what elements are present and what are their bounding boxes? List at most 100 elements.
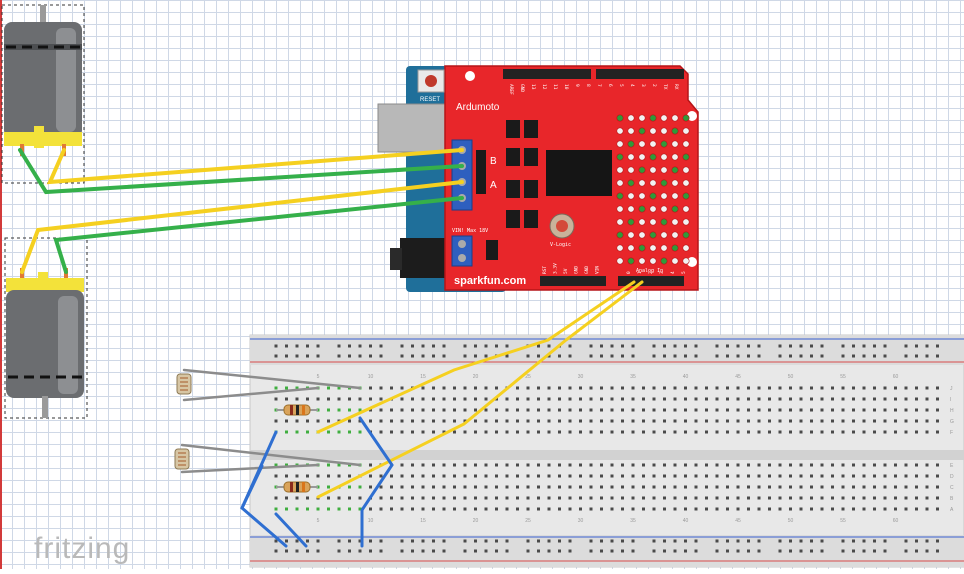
bb-hole xyxy=(652,507,656,511)
bb-hole xyxy=(820,463,824,467)
bb-hole xyxy=(306,496,309,500)
bb-hole xyxy=(579,386,582,390)
reset-button[interactable] xyxy=(417,69,445,93)
bb-hole xyxy=(862,408,866,412)
proto-hole xyxy=(671,231,679,239)
header-pin-label: GND xyxy=(584,266,590,274)
rail-hole xyxy=(862,354,866,358)
motor-wires[interactable] xyxy=(18,148,464,274)
bb-hole xyxy=(337,463,341,467)
resistor-top[interactable] xyxy=(276,404,318,416)
bb-hole xyxy=(820,485,824,489)
bb-hole xyxy=(537,430,540,434)
breadboard[interactable]: 5510101515202025253030353540404545505055… xyxy=(249,334,964,568)
bb-hole xyxy=(915,485,918,489)
bb-hole xyxy=(400,485,404,489)
bb-hole xyxy=(610,507,614,511)
bb-hole xyxy=(904,386,908,390)
rail-hole xyxy=(810,344,813,348)
proto-hole xyxy=(616,257,624,265)
dc-motor-top[interactable] xyxy=(1,4,85,184)
bb-hole xyxy=(631,408,635,412)
vin-terminal[interactable] xyxy=(451,235,498,267)
bb-hole xyxy=(694,430,698,434)
bb-hole xyxy=(694,397,698,401)
bb-hole xyxy=(505,397,509,401)
column-number: 60 xyxy=(893,374,899,380)
rail-hole xyxy=(652,354,656,358)
bb-hole xyxy=(652,430,656,434)
bb-hole xyxy=(925,397,929,401)
rail-hole xyxy=(726,354,729,358)
bb-hole xyxy=(631,474,635,478)
proto-hole xyxy=(638,153,646,161)
bb-hole xyxy=(421,485,425,489)
bb-hole xyxy=(505,485,509,489)
sensor-wires[interactable] xyxy=(316,280,644,499)
bb-hole xyxy=(547,463,551,467)
proto-hole xyxy=(682,179,690,187)
bb-hole xyxy=(516,463,519,467)
bb-hole xyxy=(852,397,855,401)
bb-hole xyxy=(757,419,761,423)
rail-hole xyxy=(862,344,866,348)
proto-hole xyxy=(649,205,657,213)
proto-hole xyxy=(638,218,646,226)
bb-hole xyxy=(610,430,614,434)
header-pin-label: 4 xyxy=(629,84,635,87)
motor-driver-ic xyxy=(546,150,612,196)
bb-hole xyxy=(768,485,771,489)
bb-hole xyxy=(831,496,834,500)
bb-hole xyxy=(736,386,740,390)
motor-b-label: B xyxy=(490,156,497,167)
bb-hole xyxy=(936,397,939,401)
bb-hole xyxy=(726,408,729,412)
bb-hole xyxy=(663,474,666,478)
rail-hole xyxy=(316,539,320,543)
ardumoto-shield[interactable]: Ardumoto RESET sparkfun.com VIN! Max 18V… xyxy=(417,65,699,291)
rail-hole xyxy=(337,354,341,358)
bb-hole xyxy=(663,397,666,401)
bb-hole xyxy=(684,386,687,390)
bb-hole xyxy=(327,430,330,434)
jumper-wires-blue[interactable] xyxy=(240,416,394,548)
proto-hole xyxy=(649,192,657,200)
bb-hole xyxy=(862,485,866,489)
bb-hole xyxy=(295,397,299,401)
bb-hole xyxy=(516,397,519,401)
bb-hole xyxy=(285,507,288,511)
bb-hole xyxy=(673,408,677,412)
rail-hole xyxy=(820,549,824,553)
dc-motor-bottom[interactable] xyxy=(4,237,88,419)
header-pin-label: 5 xyxy=(681,271,687,274)
bb-hole xyxy=(789,496,792,500)
header-pin-label: 2 xyxy=(648,271,654,274)
vlogic-jumper[interactable] xyxy=(549,213,575,239)
proto-hole xyxy=(682,153,690,161)
bb-hole xyxy=(306,397,309,401)
row-letter: J xyxy=(950,386,953,392)
proto-hole xyxy=(616,166,624,174)
bb-hole xyxy=(453,485,456,489)
header-pin-label: 3 xyxy=(659,271,665,274)
column-number: 40 xyxy=(683,518,689,524)
bb-hole xyxy=(841,485,845,489)
bb-hole xyxy=(285,474,288,478)
bb-hole xyxy=(831,397,834,401)
bb-hole xyxy=(747,408,750,412)
bb-hole xyxy=(442,463,446,467)
bb-hole xyxy=(463,408,467,412)
bb-hole xyxy=(694,408,698,412)
resistor-bottom[interactable] xyxy=(276,481,318,493)
proto-hole xyxy=(627,218,635,226)
bb-hole xyxy=(810,463,813,467)
rail-hole xyxy=(778,354,782,358)
bb-hole xyxy=(694,474,698,478)
photocell-top[interactable] xyxy=(176,373,192,395)
photocell-bottom[interactable] xyxy=(174,448,190,470)
bb-hole xyxy=(684,419,687,423)
photocell-wires[interactable] xyxy=(180,368,362,474)
bb-hole xyxy=(600,430,603,434)
